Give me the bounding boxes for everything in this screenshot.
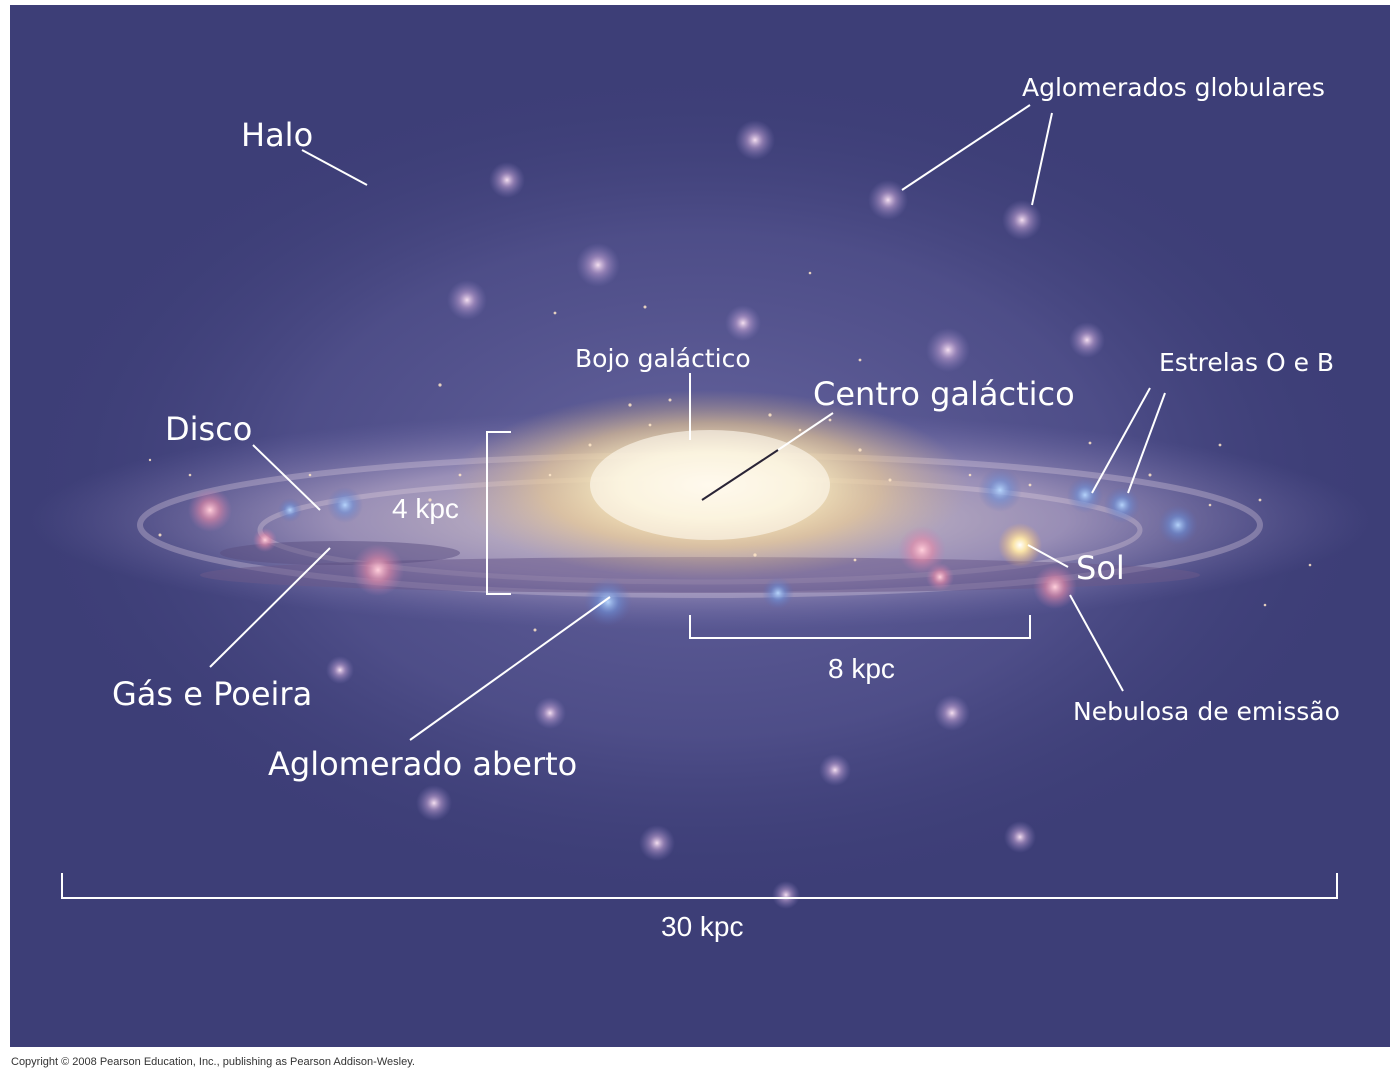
halo-leader: [301, 149, 368, 186]
globular-leader: [1031, 112, 1053, 206]
ob-stars-leader: [1091, 387, 1151, 494]
globular-leader: [901, 104, 1031, 191]
ob-star-region: [327, 487, 363, 523]
globular-cluster: [819, 754, 851, 786]
ob-star-region: [978, 468, 1022, 512]
ob-star-region: [1067, 477, 1103, 513]
scale-bars: [61, 431, 1338, 899]
label-halo: Halo: [241, 116, 314, 154]
label-disk: Disco: [165, 410, 253, 448]
globular-cluster: [868, 180, 908, 220]
sun-leader: [1027, 544, 1069, 568]
label-open-cluster: Aglomerado aberto: [268, 745, 578, 783]
gas-dust-leader: [209, 547, 331, 668]
globular-cluster: [772, 881, 800, 909]
scale-30kpc: [61, 873, 1338, 899]
open-cluster-leader: [409, 596, 611, 741]
label-globular-clusters: Aglomerados globulares: [1022, 73, 1325, 102]
open-cluster: [584, 578, 632, 626]
nebula: [352, 544, 404, 596]
center-leader: [777, 412, 834, 451]
bulge-core: [590, 430, 830, 540]
leader-lines: [209, 104, 1166, 741]
label-4kpc: 4 kpc: [392, 493, 459, 524]
label-ob-stars: Estrelas O e B: [1159, 348, 1335, 377]
scale-8kpc: [689, 615, 1031, 639]
nebula: [253, 528, 277, 552]
sun-marker: [998, 523, 1042, 567]
field-stars: [148, 271, 1312, 632]
globular-cluster: [725, 305, 761, 341]
globular-cluster: [735, 120, 775, 160]
galaxy-diagram: Halo Aglomerados globulares Bojo galácti…: [10, 5, 1390, 1047]
galaxy-illustration: [10, 65, 1390, 909]
nebula-leader: [1069, 594, 1124, 692]
globular-cluster: [639, 825, 675, 861]
globular-cluster: [1004, 821, 1036, 853]
ob-star-region: [762, 577, 794, 609]
globular-cluster: [416, 785, 452, 821]
scale-4kpc: [486, 431, 511, 595]
label-sun: Sol: [1076, 549, 1125, 587]
globular-cluster: [1069, 322, 1105, 358]
globular-cluster: [534, 697, 566, 729]
ob-star-region: [1104, 487, 1140, 523]
globular-cluster: [447, 280, 487, 320]
globular-cluster: [934, 695, 970, 731]
disk-leader: [252, 444, 321, 511]
globular-cluster: [576, 243, 620, 287]
label-galactic-bulge: Bojo galáctico: [575, 344, 751, 373]
globular-cluster: [926, 328, 970, 372]
ob-star-region: [278, 498, 302, 522]
copyright-notice: Copyright © 2008 Pearson Education, Inc.…: [11, 1056, 415, 1068]
globular-clusters: [326, 120, 1105, 909]
label-emission-nebula: Nebulosa de emissão: [1073, 697, 1340, 726]
emission-nebulae: [188, 488, 1077, 609]
label-galactic-center: Centro galáctico: [813, 375, 1075, 413]
nebula: [1033, 565, 1077, 609]
globular-cluster: [326, 656, 354, 684]
label-30kpc: 30 kpc: [661, 911, 744, 942]
ob-star-region: [1158, 505, 1198, 545]
globular-cluster: [489, 162, 525, 198]
globular-cluster: [1002, 200, 1042, 240]
nebula: [926, 563, 954, 591]
center-leader-inner: [701, 449, 779, 501]
label-8kpc: 8 kpc: [828, 653, 895, 684]
nebula: [898, 526, 946, 574]
ob-stars-leader: [1127, 392, 1166, 494]
nebula: [188, 488, 232, 532]
blue-star-regions: [278, 468, 1198, 626]
label-gas-dust: Gás e Poeira: [112, 675, 313, 713]
